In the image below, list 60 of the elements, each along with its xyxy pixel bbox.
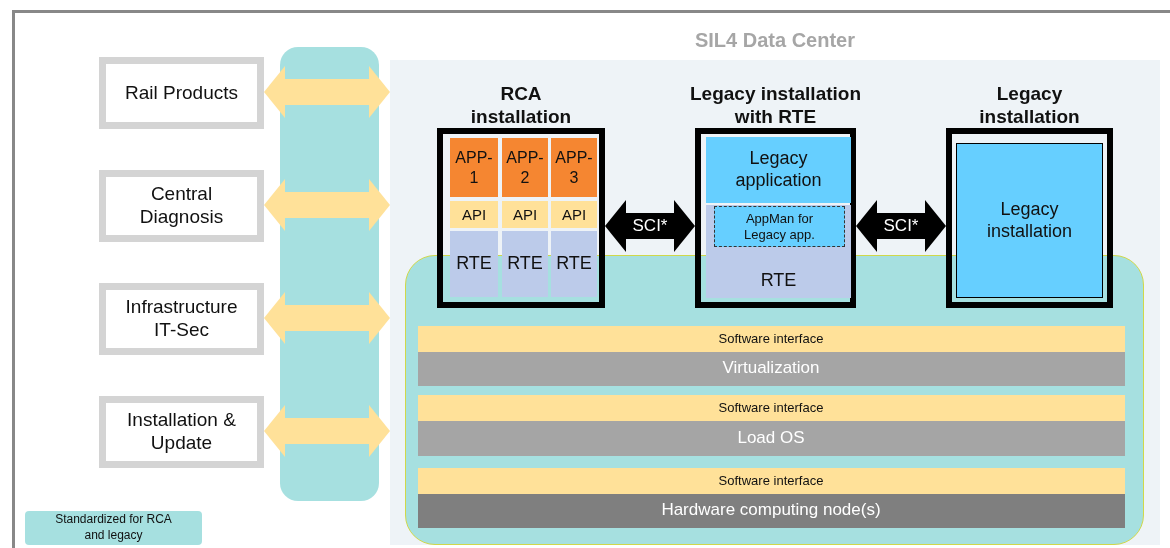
rte-label: RTE [507,253,543,275]
legend-label: Standardized for RCA and legacy [54,512,173,544]
panel-title: SIL4 Data Center [693,28,857,52]
double-arrow [264,179,390,231]
appman-label: AppMan for Legacy app. [743,210,816,243]
double-arrow [264,292,390,344]
api-label: API [512,205,538,224]
app-label: APP-3 [555,148,593,187]
app-block [502,138,548,197]
process-box [99,396,264,468]
legacy-label: Legacy installation [985,198,1074,243]
layer-label: Hardware computing node(s) [661,500,881,521]
edge-label: SCI* [882,215,920,237]
box-label: Installation & Update [126,409,237,455]
interface-arrow [605,200,695,252]
api-block [551,201,597,228]
rte-label: RTE [456,253,492,275]
process-box [99,57,264,129]
legacy-block [956,143,1103,298]
appman-box [714,206,845,247]
rte-block [551,231,597,297]
box-label: Central Diagnosis [138,183,225,229]
application-block [706,137,851,203]
box-label: Rail Products [124,81,239,105]
api-block [450,201,498,228]
interface-arrow [856,200,946,252]
layer-label: Software interface [718,472,824,489]
box-label: Infrastructure IT-Sec [124,296,239,342]
api-block [502,201,548,228]
app-label: APP-1 [455,148,493,187]
platform-layer [417,493,1125,528]
rte-block [502,231,548,297]
rte-label: RTE [759,270,798,292]
standardized-region [405,255,1144,545]
process-box [99,283,264,355]
rte-block [450,231,498,297]
rte-label: RTE [556,253,592,275]
app-block [551,138,597,197]
edge-label: SCI* [631,215,669,237]
double-arrow [264,66,390,118]
platform-layer [417,351,1125,386]
rte-block [706,205,851,298]
platform-layer [417,420,1125,456]
installation-heading: Legacy installation with RTE [688,83,862,129]
application-label: Legacy application [734,148,823,192]
api-label: API [561,205,587,224]
interface-layer [417,325,1125,352]
layer-label: Load OS [737,427,805,449]
app-block [450,138,498,197]
app-label: APP-2 [506,148,544,187]
api-label: API [461,205,487,224]
interface-layer [417,467,1125,494]
layer-label: Virtualization [722,358,820,379]
double-arrow [264,405,390,457]
interface-layer [417,394,1125,421]
layer-label: Software interface [718,330,824,347]
layer-label: Software interface [718,399,824,416]
installation-heading: RCA installation [469,83,573,129]
installation-heading: Legacy installation [978,83,1081,129]
process-box [99,170,264,242]
